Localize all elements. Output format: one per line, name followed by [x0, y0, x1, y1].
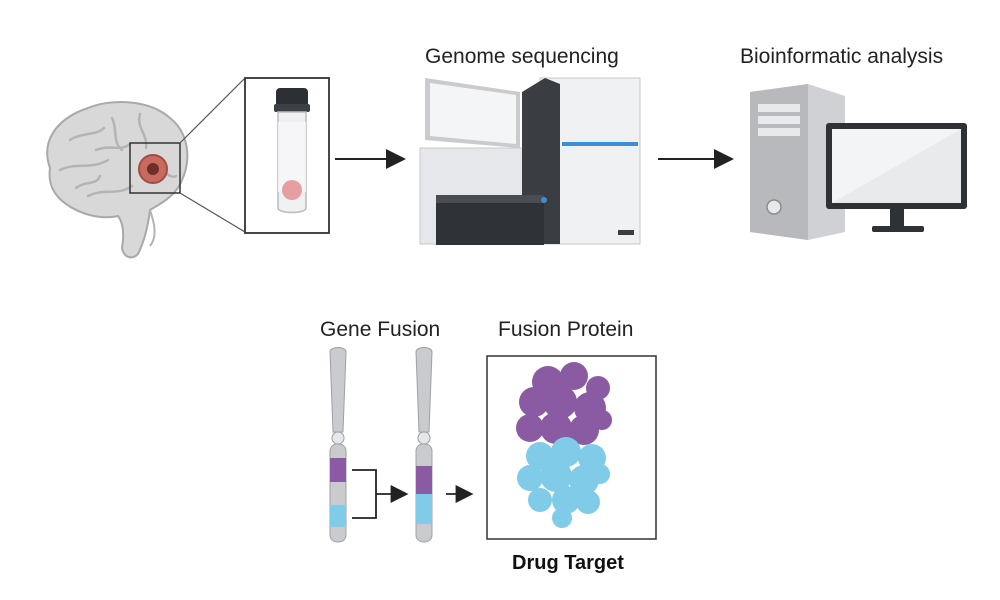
drug-target-label: Drug Target: [512, 552, 624, 574]
chromosome-fused-icon: [415, 347, 433, 543]
fusion-protein-icon: [516, 362, 612, 528]
fusion-protein-label: Fusion Protein: [498, 318, 634, 341]
computer-tower-icon: [750, 84, 845, 240]
chromosome-original-icon: [329, 347, 347, 543]
sample-tube-icon: [274, 88, 310, 214]
sequencer-icon: [419, 77, 641, 245]
purple-gene-segment: [330, 458, 346, 482]
protein-blue-domain: [517, 437, 610, 528]
genome-sequencing-label: Genome sequencing: [425, 45, 619, 68]
tumor-icon: [138, 154, 168, 184]
computer-monitor-icon: [826, 123, 967, 232]
blue-gene-segment: [330, 505, 346, 527]
fusion-bracket: [352, 469, 398, 519]
brain-icon: [46, 101, 189, 259]
bioinformatic-analysis-label: Bioinformatic analysis: [740, 45, 944, 68]
tumor-zoom-box: [129, 142, 181, 194]
gene-fusion-label: Gene Fusion: [320, 318, 441, 341]
